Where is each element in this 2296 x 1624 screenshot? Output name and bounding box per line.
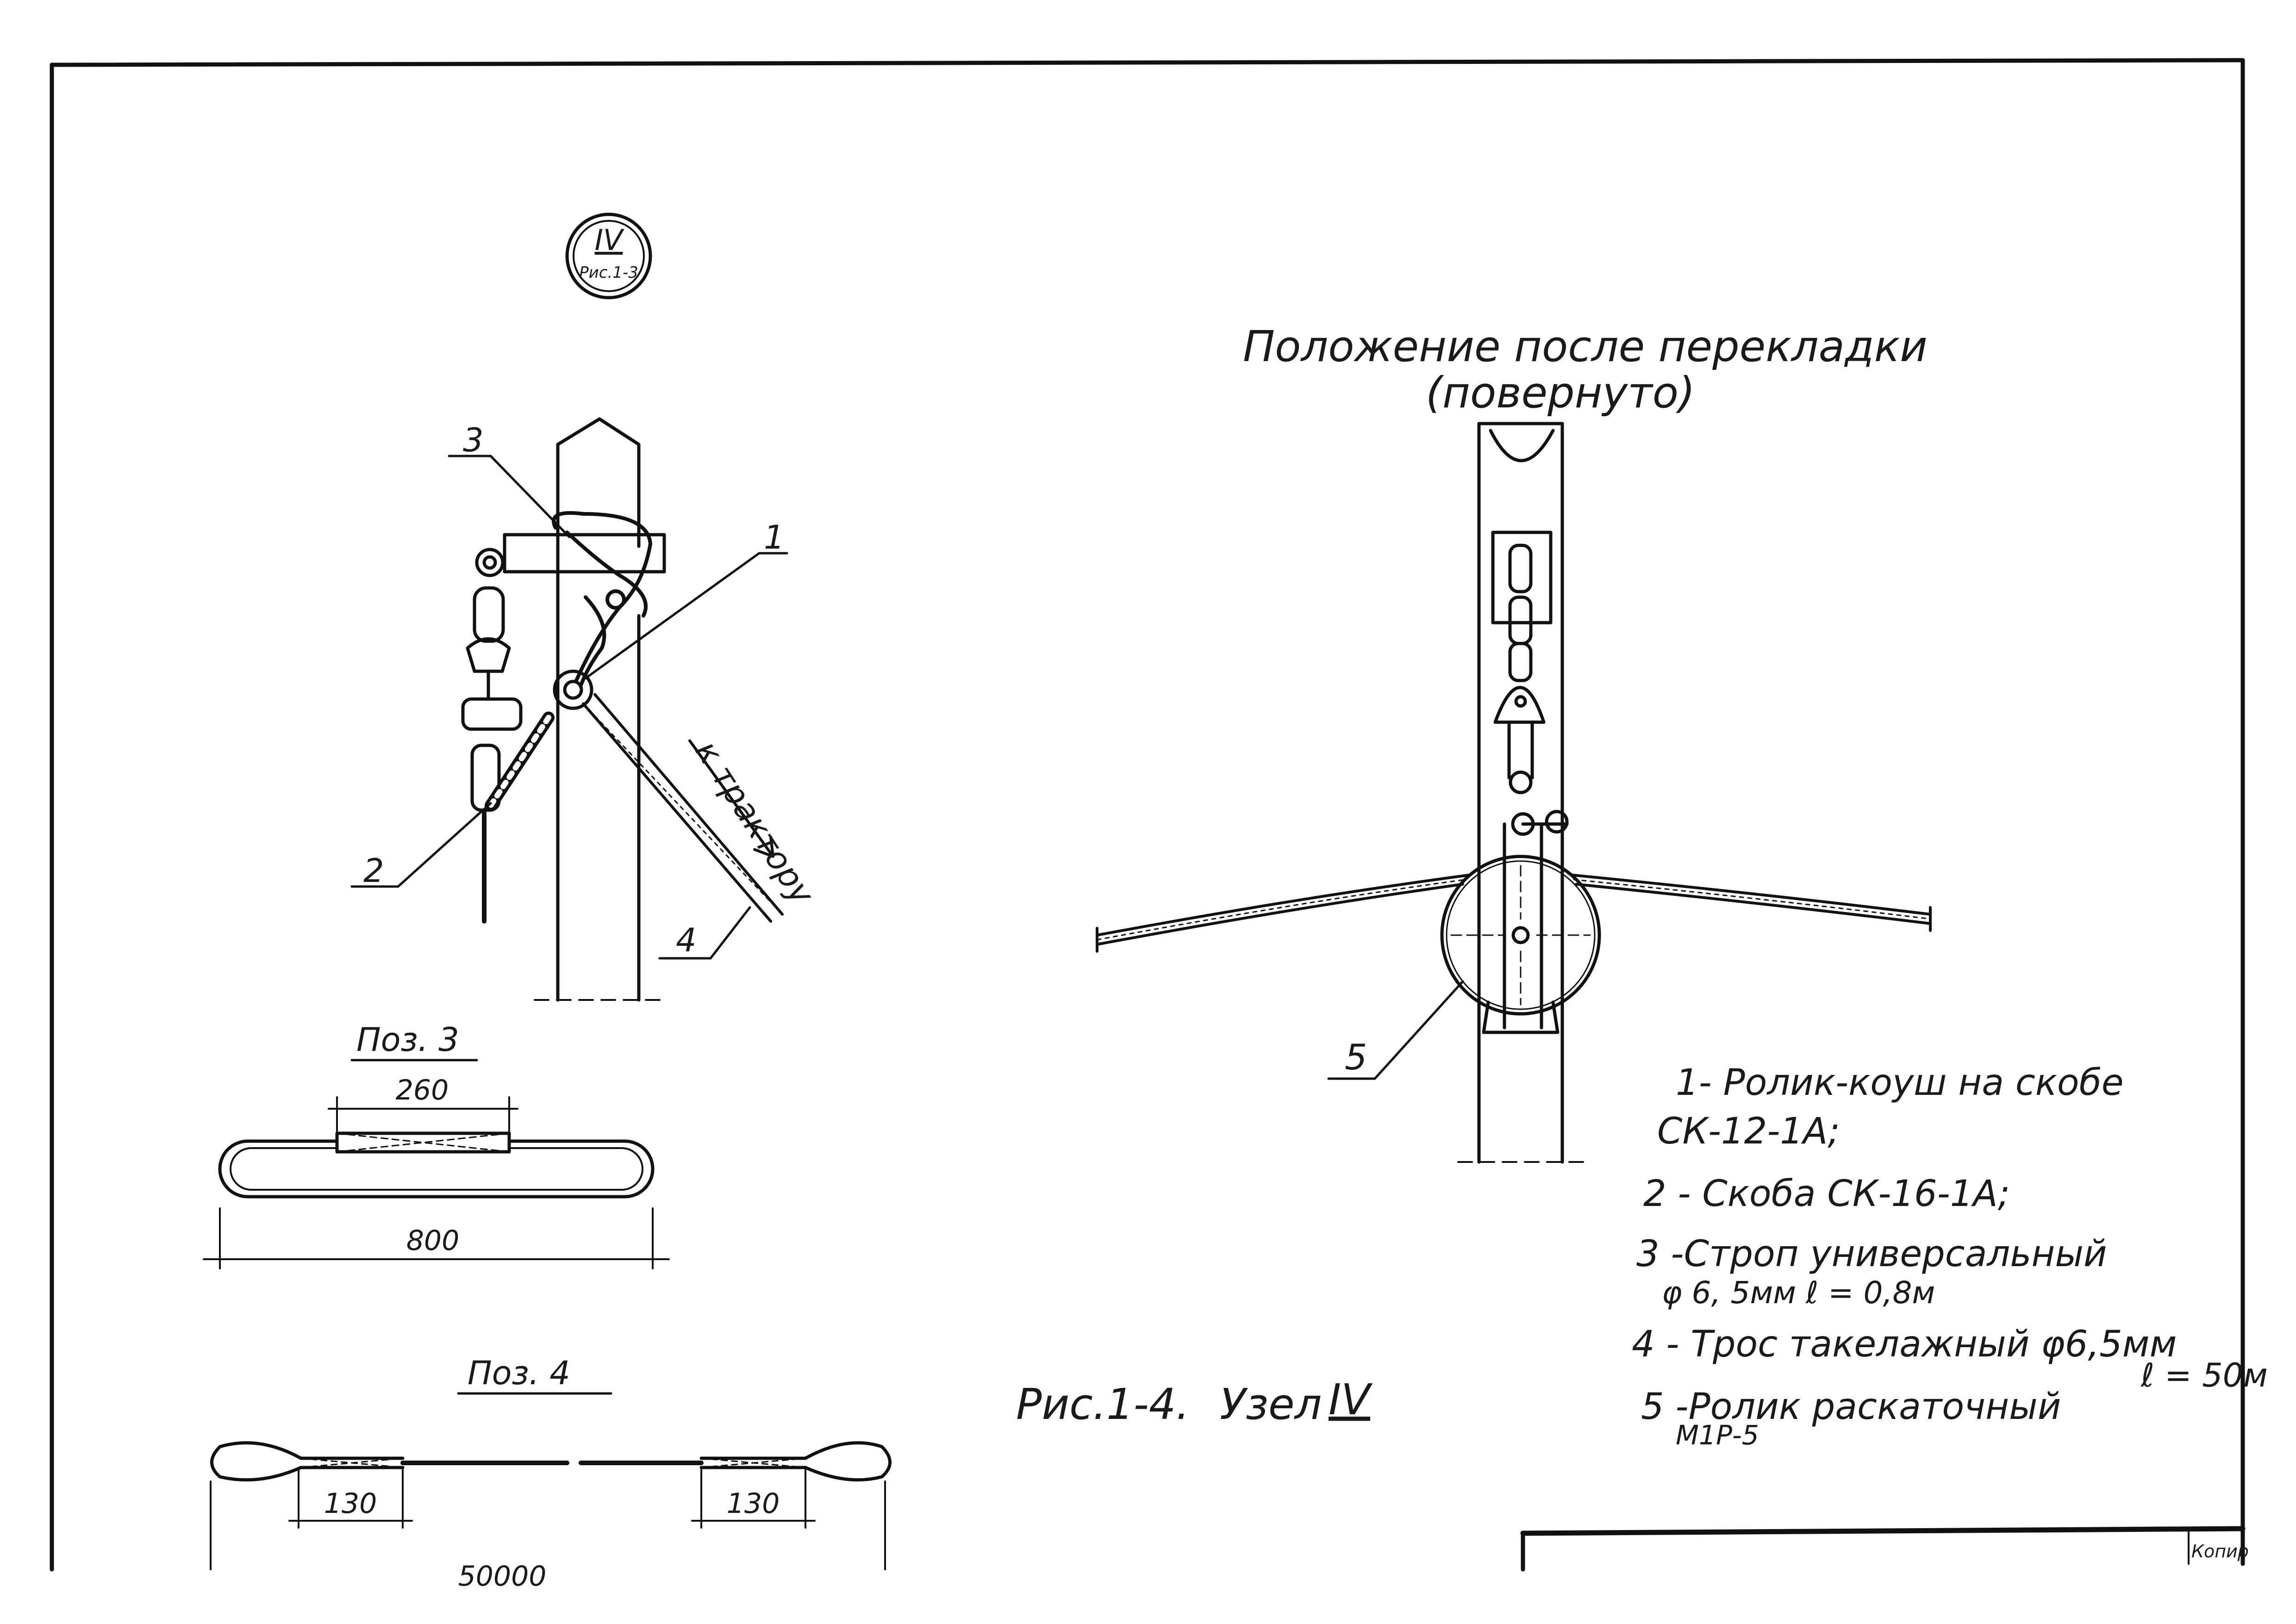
position-3-label: 3	[463, 421, 484, 459]
pole-left	[503, 417, 666, 1002]
figure-caption: Рис.1-4. Узел IV	[1016, 1375, 1373, 1429]
pos4-dim-right: 130	[727, 1487, 780, 1520]
pos3-sling-loop	[218, 1131, 655, 1199]
legend-item-4-line2: ℓ = 50м	[2140, 1356, 2268, 1394]
legend-item-3: 3 -Строп универсальный	[1636, 1233, 2107, 1275]
sling-universal	[485, 511, 652, 812]
leader-lines-left	[350, 455, 788, 960]
rigging-rope-to-tractor	[582, 693, 784, 923]
callout-node-number: IV	[595, 223, 625, 257]
node-callout: IV Рис.1-3	[565, 212, 652, 300]
legend-item-4: 4 - Трос такелажный φ6,5мм	[1632, 1324, 2177, 1365]
sheet-frame	[50, 58, 2246, 1572]
pole-right	[1457, 422, 1584, 1164]
pos3-title: Поз. 3	[356, 1021, 459, 1059]
figure-caption-text: Узел	[1220, 1380, 1322, 1429]
pos4-rigging-rope	[210, 1441, 892, 1482]
legend-item-1-line2: СК-12-1А;	[1657, 1111, 1840, 1152]
pos3-dim-splice: 260	[396, 1074, 449, 1106]
tractor-arrow	[688, 739, 774, 858]
legend-item-2: 2 - Скоба СК-16-1А;	[1643, 1173, 2010, 1215]
pos4-dim-left: 130	[324, 1487, 377, 1520]
position-2-label: 2	[363, 852, 384, 890]
hanger-bracket-right	[1503, 720, 1569, 1030]
unwinding-roller	[1440, 855, 1601, 1034]
pos3-dimensions	[203, 1096, 670, 1269]
rope-over-roller	[1096, 874, 1932, 953]
right-view-subtitle: (повернуто)	[1426, 368, 1695, 418]
right-view-title: Положение после перекладки	[1243, 322, 1928, 371]
position-5-label: 5	[1345, 1037, 1367, 1078]
shackle-chain-left	[461, 548, 523, 924]
legend-item-5: 5 -Ролик раскаточный	[1641, 1386, 2061, 1428]
pos3-dim-total: 800	[406, 1224, 460, 1257]
mounting-plate-right	[1491, 531, 1553, 724]
legend-item-3-line2: φ 6, 5мм ℓ = 0,8м	[1662, 1275, 1935, 1311]
legend-item-1: 1- Ролик-коуш на скобе	[1676, 1062, 2124, 1104]
position-4-label: 4	[676, 921, 697, 959]
callout-figure-ref: Рис.1-3	[579, 263, 638, 282]
stamp-text: Копир	[2191, 1541, 2249, 1562]
figure-caption-prefix: Рис.1-4.	[1016, 1380, 1190, 1429]
pos4-dim-total: 50000	[458, 1560, 547, 1593]
legend-item-5-line2: М1Р-5	[1676, 1419, 1759, 1451]
roller-thimble	[553, 669, 593, 710]
pos4-title: Поз. 4	[468, 1354, 570, 1392]
leader-line-right	[1327, 980, 1464, 1080]
position-1-label: 1	[764, 518, 785, 556]
figure-caption-node: IV	[1329, 1375, 1373, 1424]
pos4-dimensions	[210, 1469, 886, 1570]
legend: 1- Ролик-коуш на скобе СК-12-1А; 2 - Ско…	[1632, 1062, 2268, 1451]
